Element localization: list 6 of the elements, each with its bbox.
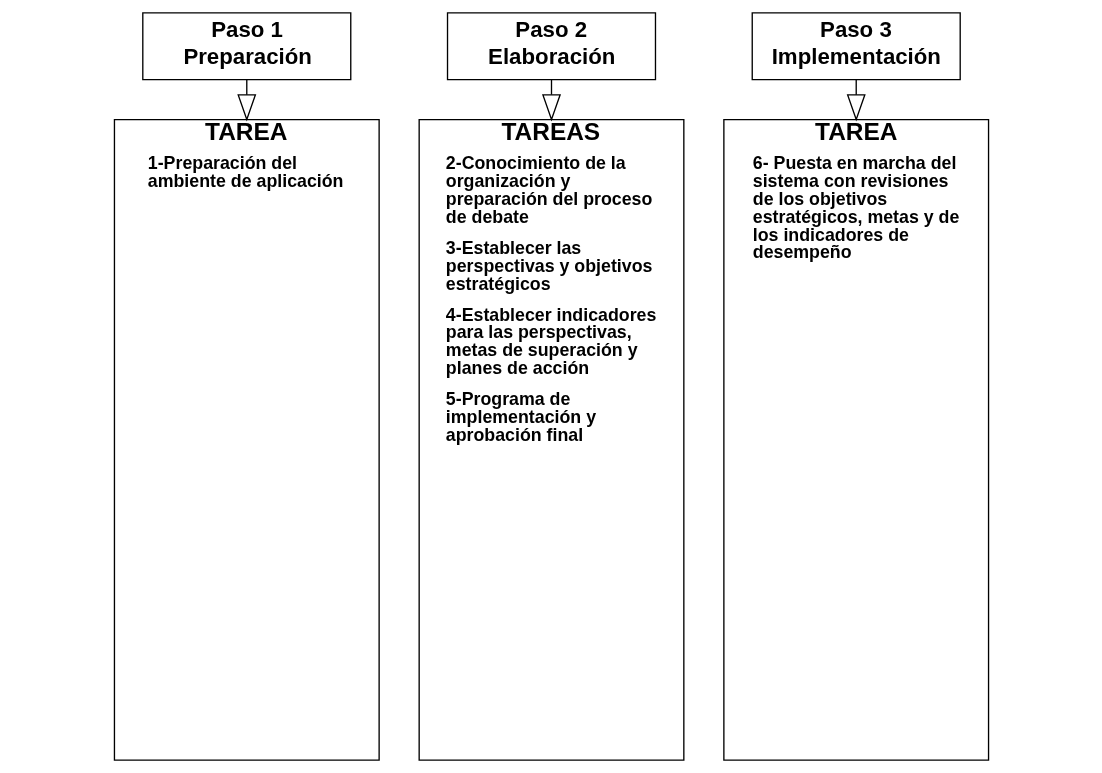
node-box: Paso 2 Elaboración bbox=[446, 12, 656, 81]
node-box: Paso 3 Implementación bbox=[751, 12, 961, 81]
node-box: TAREA 1-Preparación del ambiente de aplicación bbox=[113, 118, 380, 761]
node-box: Paso 1 Preparación bbox=[141, 12, 351, 81]
node-box: TAREAS 2-Conocimiento de la organización y preparación del proceso de debate 3-Establecer las perspectivas y objetivos estratégicos 4-Establecer indicadores para las perspectivas, metas de superación y planes de acción 5-Programa de implementación y aprobación final bbox=[418, 118, 684, 761]
node-box: TAREA 6- Puesta en marcha del sistema con revisiones de los objetivos estratégicos, metas y de los indicadores de desempeño bbox=[722, 118, 989, 761]
